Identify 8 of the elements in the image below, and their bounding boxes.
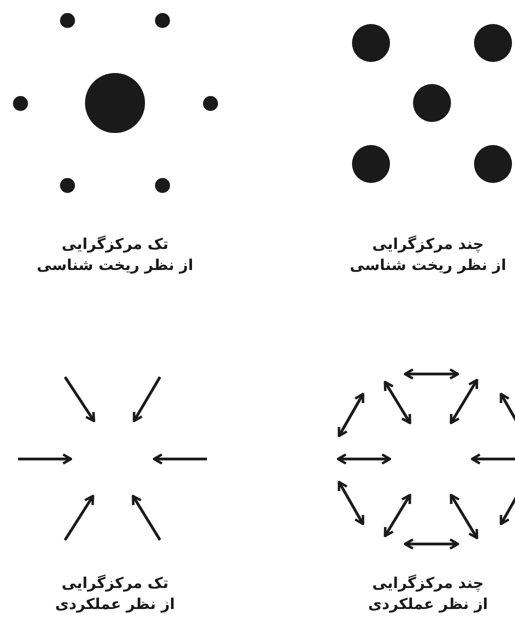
caption: تک مرکزگرایی [62,573,168,593]
caption: تک مرکزگرایی [62,234,168,254]
caption: از نظر عملکردی [55,594,175,614]
caption: از نظر ریخت شناسی [36,255,194,275]
caption: از نظر عملکردی [368,594,488,614]
caption: از نظر ریخت شناسی [350,255,506,275]
caption: چند مرکزگرایی [372,234,484,254]
caption: چند مرکزگرایی [372,573,484,593]
